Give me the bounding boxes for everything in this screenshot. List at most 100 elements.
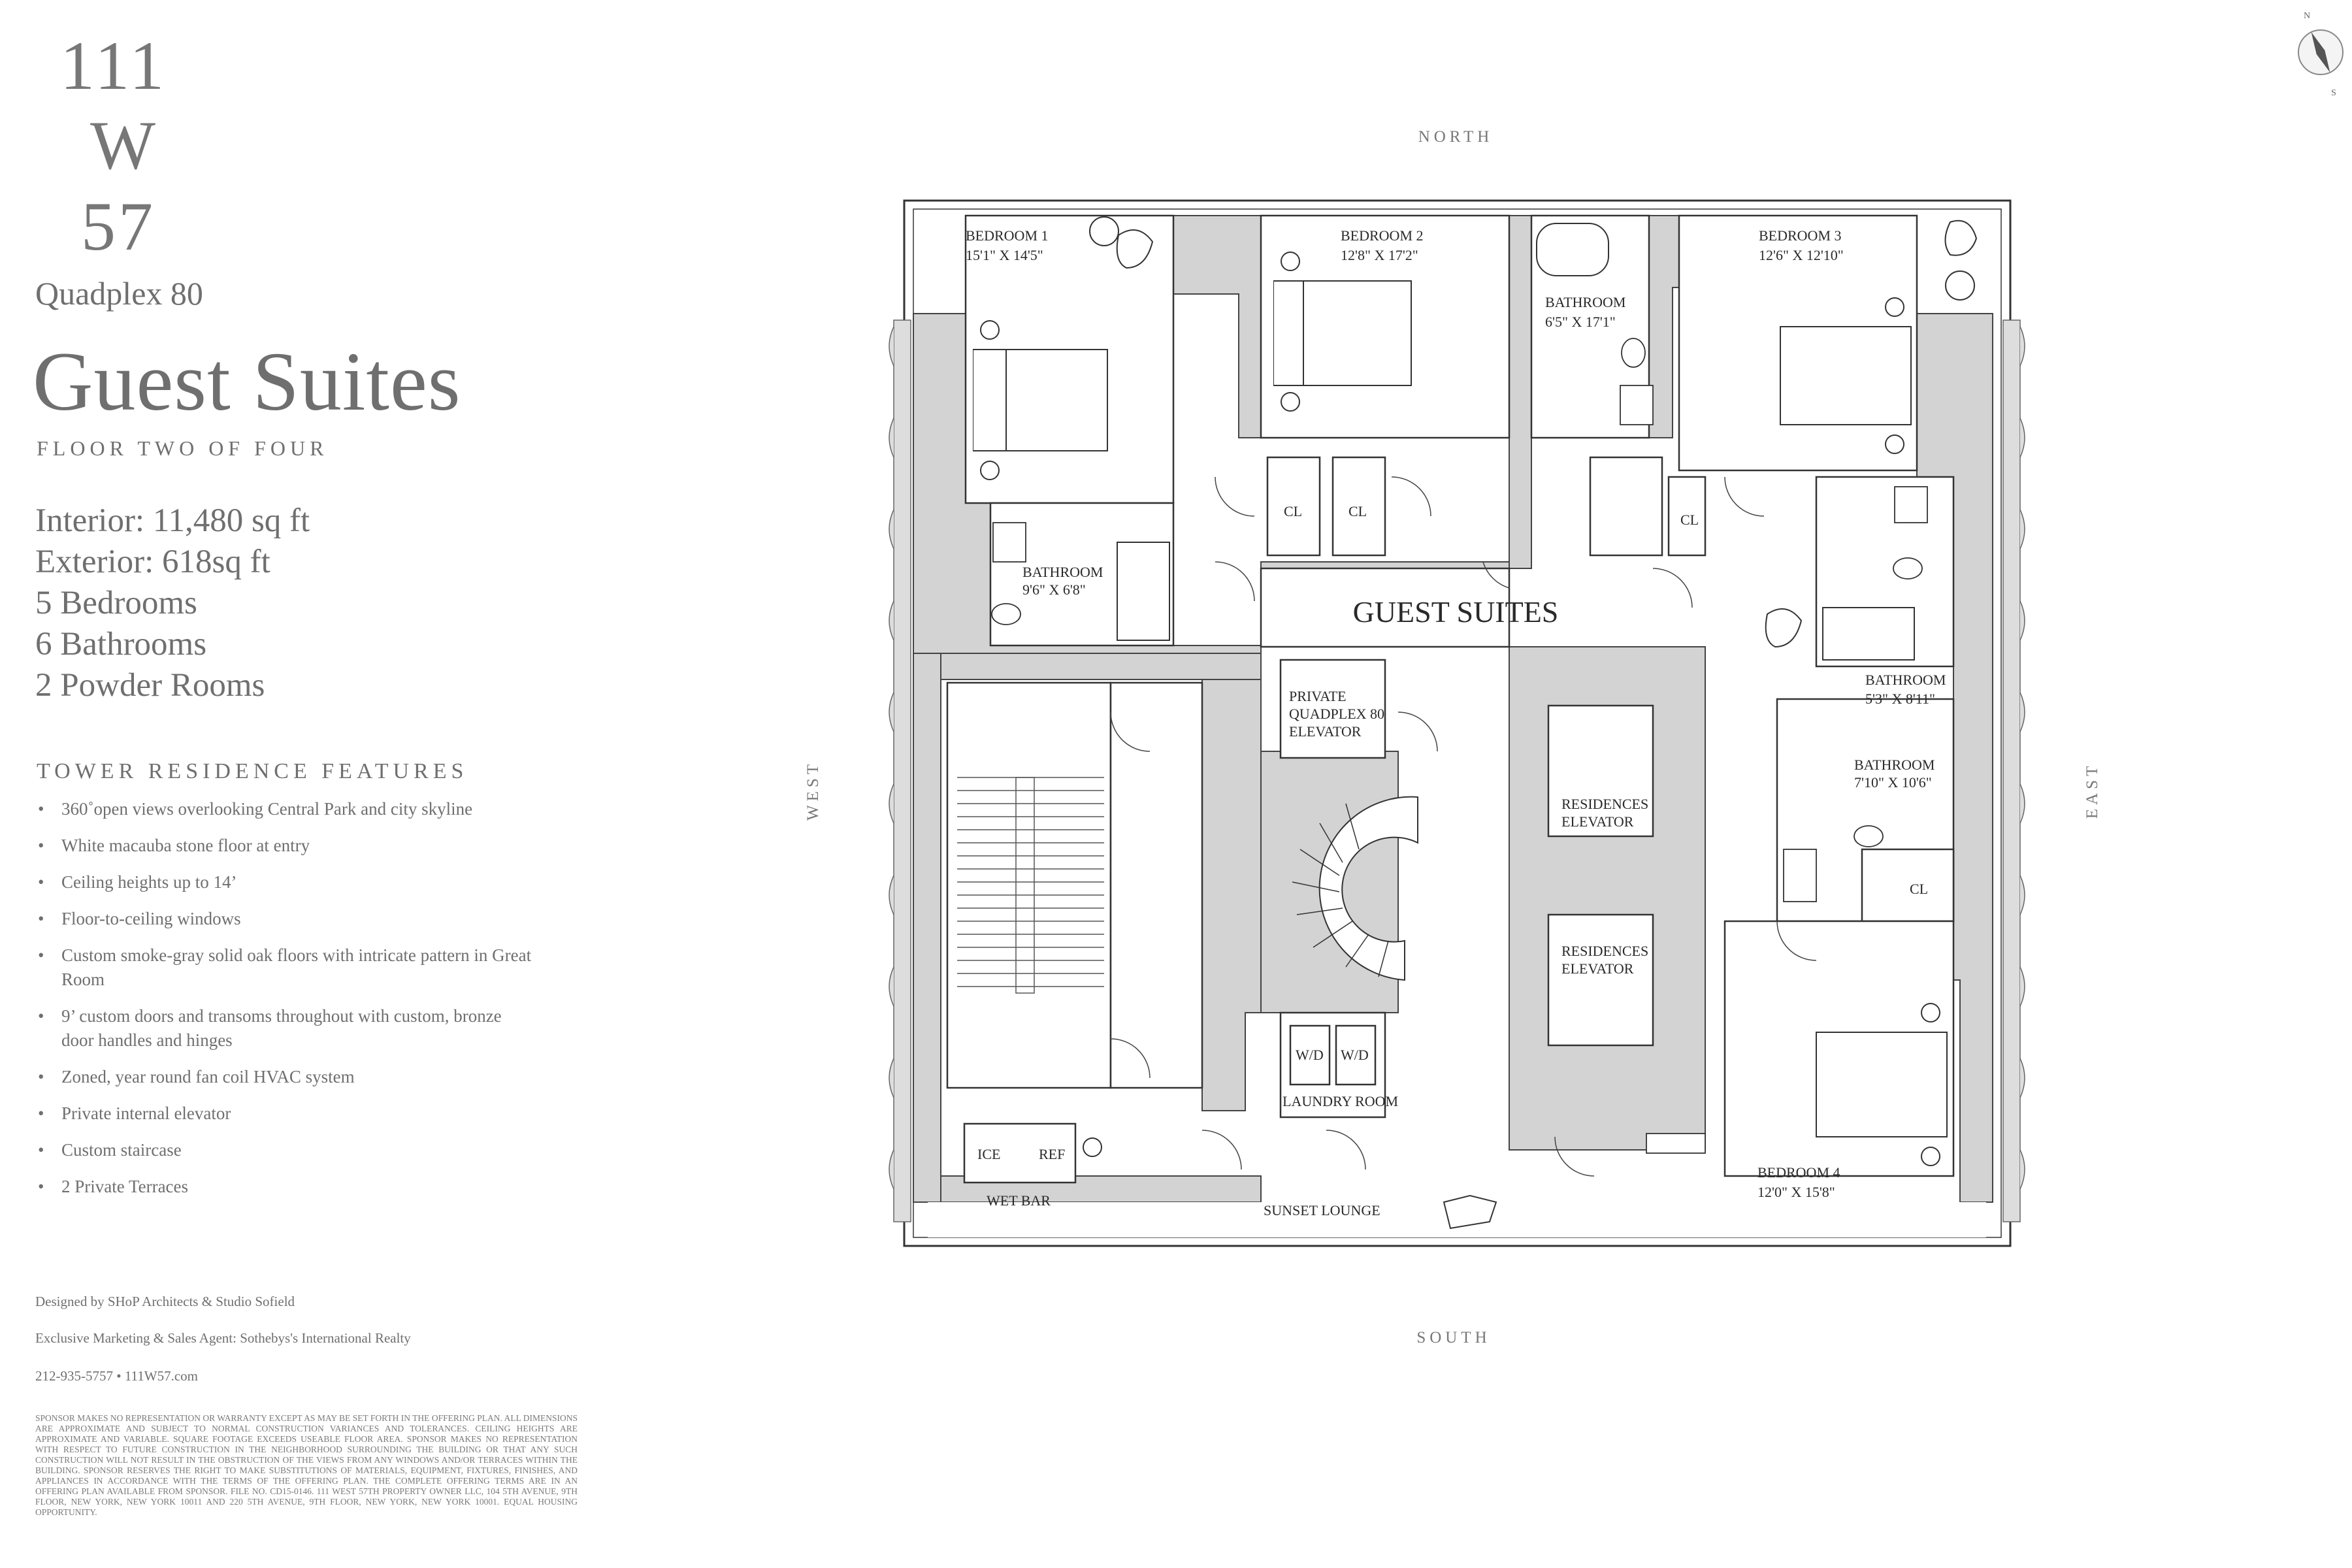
bed-icons xyxy=(973,280,1948,1137)
bedroom-1-name: BEDROOM 1 xyxy=(966,227,1049,244)
bedroom-4-name: BEDROOM 4 xyxy=(1757,1164,1840,1181)
bathroom-north-dims: 6'5" X 17'1" xyxy=(1545,314,1616,330)
bathroom-east-1-name: BATHROOM xyxy=(1865,672,1946,688)
stat-powder-rooms: 2 Powder Rooms xyxy=(35,667,265,704)
stair-west xyxy=(946,681,1112,1089)
corridor-west xyxy=(1109,681,1203,1089)
bedroom-3-dims: 12'6" X 12'10" xyxy=(1759,247,1844,263)
bullet: • xyxy=(38,1177,44,1196)
brand-line-2: W xyxy=(90,107,159,184)
door-swings xyxy=(1110,476,1817,1177)
stat-bedrooms: 5 Bedrooms xyxy=(35,585,197,621)
compass-south-label: S xyxy=(2331,88,2336,98)
feature-item: •Custom staircase xyxy=(37,1138,625,1162)
compass-north-label: N xyxy=(2304,11,2310,21)
washer-dryer xyxy=(1289,1024,1331,1086)
private-elevator-line-2: QUADPLEX 80 xyxy=(1289,706,1384,722)
bathroom-east-2-dims: 7'10" X 10'6" xyxy=(1854,774,1932,791)
floor-line: FLOOR TWO OF FOUR xyxy=(37,436,329,460)
bullet: • xyxy=(38,872,44,892)
brand-line-3: 57 xyxy=(81,188,155,265)
stair-treads xyxy=(957,777,1104,994)
closet-label: CL xyxy=(1680,512,1699,528)
bullet: • xyxy=(38,1006,44,1026)
private-elevator-line-3: ELEVATOR xyxy=(1289,723,1362,740)
stat-bathrooms: 6 Bathrooms xyxy=(35,626,207,662)
floor-plan: NORTH SOUTH WEST EAST xyxy=(804,128,2101,1347)
room-residences-elevator xyxy=(1547,704,1654,838)
feature-item: •White macauba stone floor at entry xyxy=(37,834,625,858)
feature-item: •9’ custom doors and transoms throughout… xyxy=(37,1004,532,1053)
bullet: • xyxy=(38,836,44,855)
room-labels: BEDROOM 1 15'1" X 14'5" BEDROOM 2 12'8" … xyxy=(966,227,1946,1218)
bullet: • xyxy=(38,945,44,965)
direction-west: WEST xyxy=(804,760,822,821)
stat-exterior: Exterior: 618sq ft xyxy=(35,544,270,580)
feature-item: •Ceiling heights up to 14’ xyxy=(37,870,625,894)
feature-item: •Floor-to-ceiling windows xyxy=(37,907,625,931)
bathroom-north-name: BATHROOM xyxy=(1545,294,1625,310)
bullet: • xyxy=(38,1067,44,1086)
washer-dryer xyxy=(1335,1024,1377,1086)
room-closet xyxy=(1331,456,1386,557)
bathroom-east-1-dims: 5'3" X 8'11" xyxy=(1865,691,1935,707)
spiral-stair xyxy=(1292,796,1418,981)
residences-elevator-2-line-2: ELEVATOR xyxy=(1561,960,1634,977)
closet-label: CL xyxy=(1910,881,1928,897)
bullet: • xyxy=(38,1140,44,1160)
wet-bar-label: WET BAR xyxy=(987,1192,1051,1209)
ice-label: ICE xyxy=(977,1146,1000,1162)
ref-label: REF xyxy=(1039,1146,1065,1162)
washer-dryer-label: W/D xyxy=(1296,1047,1324,1063)
feature-item: •Custom smoke-gray solid oak floors with… xyxy=(37,943,532,992)
residences-elevator-2-line-1: RESIDENCES xyxy=(1561,943,1648,959)
washer-dryer-label: W/D xyxy=(1341,1047,1369,1063)
subtitle: Quadplex 80 xyxy=(35,275,203,312)
room-closet xyxy=(1861,848,1955,923)
bedroom-2-name: BEDROOM 2 xyxy=(1341,227,1424,244)
direction-north: NORTH xyxy=(1418,128,1494,146)
feature-item: •Private internal elevator xyxy=(37,1102,625,1126)
private-elevator-line-1: PRIVATE xyxy=(1289,688,1347,704)
closet-label: CL xyxy=(1348,503,1367,519)
features-heading: TOWER RESIDENCE FEATURES xyxy=(37,759,468,783)
wet-bar xyxy=(963,1122,1077,1184)
room-closet xyxy=(1266,456,1321,557)
fixture-icons xyxy=(991,338,1928,1154)
feature-item: •2 Private Terraces xyxy=(37,1175,625,1199)
bedroom-4-dims: 12'0" X 15'8" xyxy=(1757,1184,1835,1200)
closet-label: CL xyxy=(1284,503,1302,519)
sunset-lounge-label: SUNSET LOUNGE xyxy=(1264,1202,1380,1218)
bathroom-nw-name: BATHROOM xyxy=(1022,564,1103,580)
marketing-agent: Exclusive Marketing & Sales Agent: Sothe… xyxy=(35,1330,411,1346)
page-title: Guest Suites xyxy=(33,335,461,428)
room-shower xyxy=(1589,456,1663,557)
lamp-icons xyxy=(980,216,1975,1166)
compass-icon: N S xyxy=(2298,11,2344,98)
bullet: • xyxy=(38,1103,44,1123)
guest-suites-label: GUEST SUITES xyxy=(1353,595,1559,629)
room-residences-elevator xyxy=(1547,913,1654,1047)
residences-elevator-1-line-2: ELEVATOR xyxy=(1561,813,1634,830)
bathroom-nw-dims: 9'6" X 6'8" xyxy=(1022,581,1086,598)
laundry-room-label: LAUNDRY ROOM xyxy=(1282,1093,1398,1109)
room-gallery xyxy=(1260,567,1511,648)
bullet: • xyxy=(38,799,44,819)
rooms xyxy=(928,214,1986,1237)
bedroom-1-dims: 15'1" X 14'5" xyxy=(966,247,1043,263)
bullet: • xyxy=(38,909,44,928)
east-facade xyxy=(2002,319,2025,1222)
designed-by: Designed by SHoP Architects & Studio Sof… xyxy=(35,1294,295,1309)
bathroom-east-2-name: BATHROOM xyxy=(1854,757,1935,773)
bedroom-3-name: BEDROOM 3 xyxy=(1759,227,1842,244)
room-private-elevator xyxy=(1279,659,1386,759)
residences-elevator-1-line-1: RESIDENCES xyxy=(1561,796,1648,812)
features-list: •360˚open views overlooking Central Park… xyxy=(37,797,625,1211)
feature-item: •Zoned, year round fan coil HVAC system xyxy=(37,1065,625,1089)
room-closet xyxy=(1667,476,1707,557)
stat-interior: Interior: 11,480 sq ft xyxy=(35,502,310,539)
brand-line-1: 111 xyxy=(60,27,167,104)
chair-icons xyxy=(1116,220,1978,1230)
feature-item: •360˚open views overlooking Central Park… xyxy=(37,797,625,821)
west-facade xyxy=(889,319,911,1222)
